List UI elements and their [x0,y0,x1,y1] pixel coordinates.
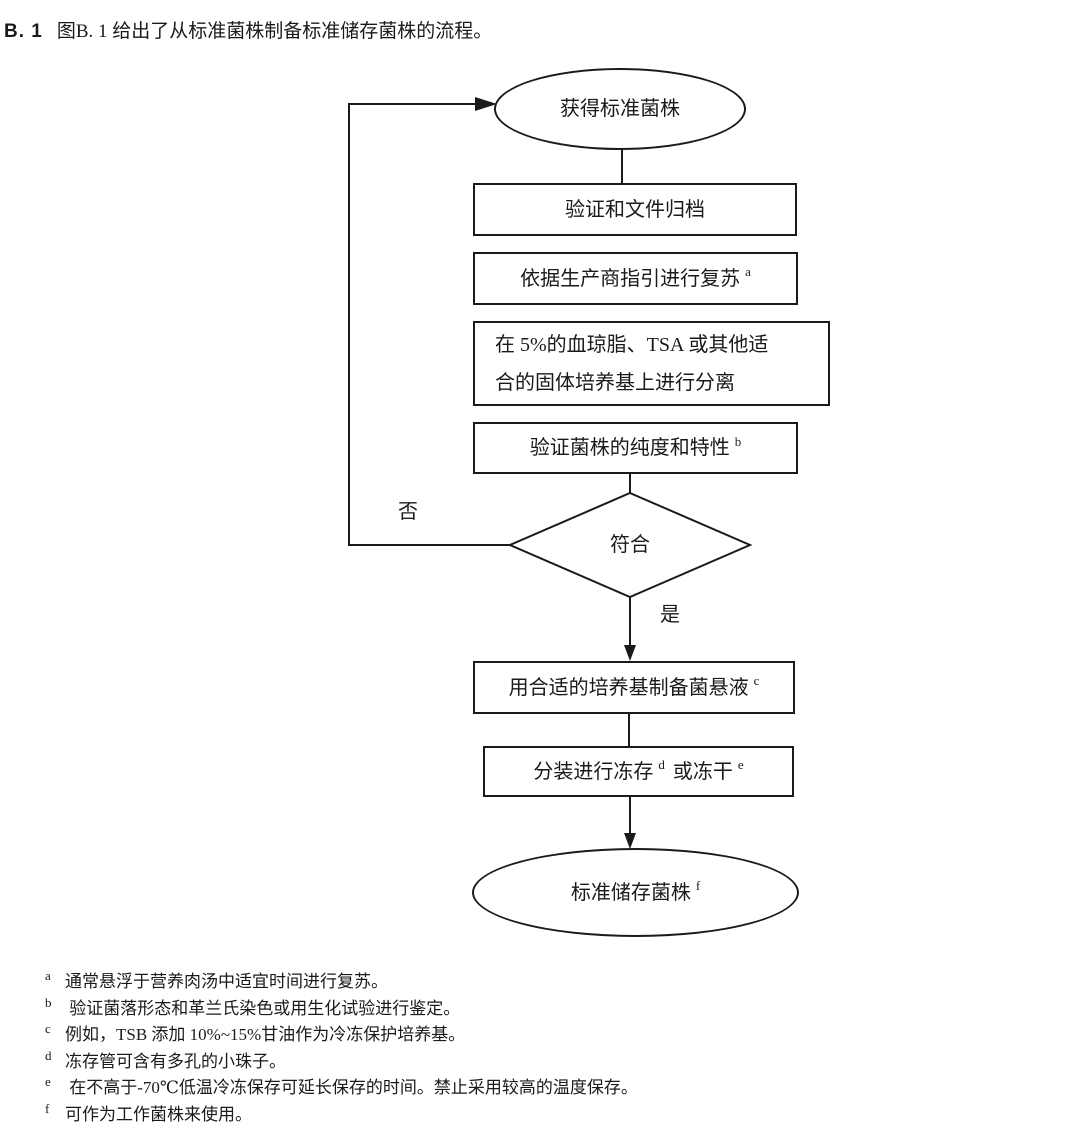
footnote-f: f 可作为工作菌株来使用。 [45,1100,638,1129]
decision-to-step5-arrowhead-icon [624,645,636,661]
footnote-c-marker: c [45,1021,51,1036]
footnote-a-marker: a [45,968,51,983]
step6-to-end-arrowhead-icon [624,833,636,849]
footnote-d-text: 冻存管可含有多孔的小珠子。 [65,1051,286,1071]
flow-node-aliquot-freeze: 分装进行冻存 d 或冻干 e [483,746,794,797]
flow-node-suspension: 用合适的培养基制备菌悬液 c [473,661,795,714]
flow-node-verify-archive-label: 验证和文件归档 [565,198,705,221]
footnote-b-marker: b [45,994,52,1010]
footnotes-block: a 通常悬浮于营养肉汤中适宜时间进行复苏。 b 验证菌落形态和革兰氏染色或用生化… [45,968,638,1129]
footnote-ref-d: d [658,757,665,772]
flow-node-decision-label: 符合 [610,534,650,556]
decision-yes-label: 是 [660,604,680,626]
footnote-ref-b: b [734,433,742,449]
flow-node-revive-label: 依据生产商指引进行复苏 [520,267,741,290]
flow-node-start: 获得标准菌株 [494,68,746,150]
flow-node-end: 标准储存菌株 f [472,848,799,937]
flow-node-purity-check-label: 验证菌株的纯度和特性 [529,437,730,459]
footnote-f-marker: f [45,1100,50,1116]
no-feedback-line [348,103,510,546]
footnote-ref-c: c [753,673,760,688]
footnote-e: e 在不高于-70℃低温冷冻保存可延长保存的时间。禁止采用较高的温度保存。 [45,1074,638,1102]
flow-node-isolate-line1: 在 5%的血琼脂、TSA 或其他适 [495,333,769,356]
footnote-ref-f: f [695,878,701,893]
footnote-b-text: 验证菌落形态和革兰氏染色或用生化试验进行鉴定。 [65,998,461,1018]
footnote-ref-a: a [745,264,751,279]
footnote-d: d 冻存管可含有多孔的小珠子。 [45,1047,638,1076]
footnote-c-text: 例如，TSB 添加 10%~15%甘油作为冷冻保护培养基。 [65,1025,466,1044]
flow-node-isolate-line2: 合的固体培养基上进行分离 [495,371,735,394]
flow-node-verify-archive: 验证和文件归档 [473,183,797,236]
section-heading: B. 1 图B. 1 给出了从标准菌株制备标准储存菌株的流程。 [4,20,492,44]
footnote-f-text: 可作为工作菌株来使用。 [65,1104,252,1124]
no-feedback-arrowhead-icon [475,97,497,111]
flow-node-revive: 依据生产商指引进行复苏 a [473,252,798,305]
flow-node-suspension-label: 用合适的培养基制备菌悬液 [508,676,749,699]
clause-number: B. 1 [4,21,43,42]
footnote-a-text: 通常悬浮于营养肉汤中适宜时间进行复苏。 [65,972,388,991]
footnote-c: c 例如，TSB 添加 10%~15%甘油作为冷冻保护培养基。 [45,1021,638,1049]
flow-node-freezedry-label: 或冻干 [672,760,733,783]
footnote-d-marker: d [45,1047,52,1063]
flow-node-end-label: 标准储存菌株 [570,881,691,904]
flow-node-start-label: 获得标准菌株 [560,98,680,120]
footnote-ref-e: e [737,757,744,772]
heading-text: 图B. 1 给出了从标准菌株制备标准储存菌株的流程。 [56,21,493,42]
flow-node-aliquot-label: 分装进行冻存 [533,760,654,783]
flow-node-isolate: 在 5%的血琼脂、TSA 或其他适 合的固体培养基上进行分离 [473,321,830,406]
footnote-a: a 通常悬浮于营养肉汤中适宜时间进行复苏。 [45,968,638,996]
footnote-e-text: 在不高于-70℃低温冷冻保存可延长保存的时间。禁止采用较高的温度保存。 [65,1078,638,1097]
decision-no-label: 否 [398,501,418,523]
footnote-e-marker: e [45,1074,51,1089]
flow-node-decision: 符合 [510,493,750,597]
footnote-b: b 验证菌落形态和革兰氏染色或用生化试验进行鉴定。 [45,994,638,1023]
